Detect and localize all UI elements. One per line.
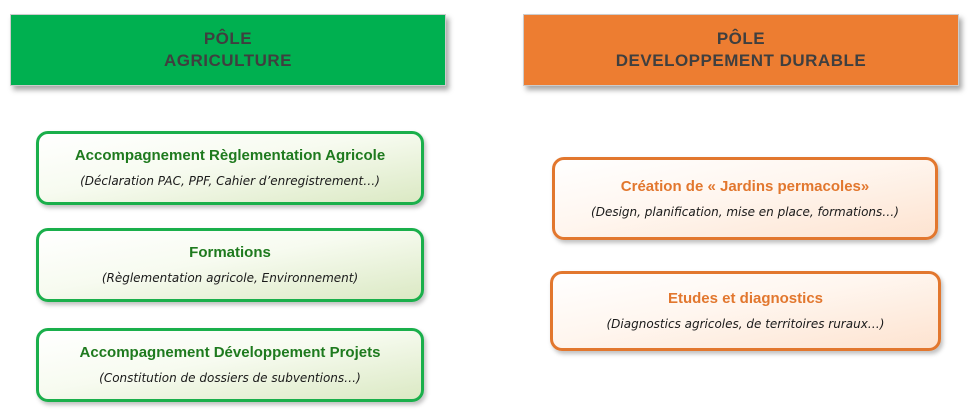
pole-agriculture-line2: AGRICULTURE <box>164 51 292 70</box>
agriculture-item-projets: Accompagnement Développement Projets (Co… <box>36 328 424 402</box>
item-subtitle: (Design, planification, mise en place, f… <box>591 204 899 219</box>
item-subtitle: (Règlementation agricole, Environnement) <box>101 271 359 285</box>
item-subtitle: (Diagnostics agricoles, de territoires r… <box>606 317 885 331</box>
item-title: Accompagnement Développement Projets <box>79 344 381 361</box>
pole-developpement-header: PÔLE DEVELOPPEMENT DURABLE <box>523 14 959 86</box>
item-title: Etudes et diagnostics <box>667 290 824 307</box>
item-subtitle: (Déclaration PAC, PPF, Cahier d’enregist… <box>80 174 380 188</box>
item-subtitle: (Constitution de dossiers de subventions… <box>99 371 361 385</box>
pole-agriculture-header: PÔLE AGRICULTURE <box>10 14 446 86</box>
pole-developpement-line2: DEVELOPPEMENT DURABLE <box>615 51 867 70</box>
agriculture-item-formations: Formations (Règlementation agricole, Env… <box>36 228 424 302</box>
item-title: Formations <box>189 244 271 261</box>
pole-developpement-line1: PÔLE <box>716 29 766 48</box>
developpement-item-etudes: Etudes et diagnostics (Diagnostics agric… <box>550 271 941 351</box>
developpement-item-jardins: Création de « Jardins permacoles» (Desig… <box>552 157 938 240</box>
pole-agriculture-line1: PÔLE <box>203 29 253 48</box>
agriculture-item-reglementation: Accompagnement Règlementation Agricole (… <box>36 131 424 205</box>
item-title: Accompagnement Règlementation Agricole <box>74 147 386 164</box>
item-title: Création de « Jardins permacoles» <box>620 177 870 195</box>
